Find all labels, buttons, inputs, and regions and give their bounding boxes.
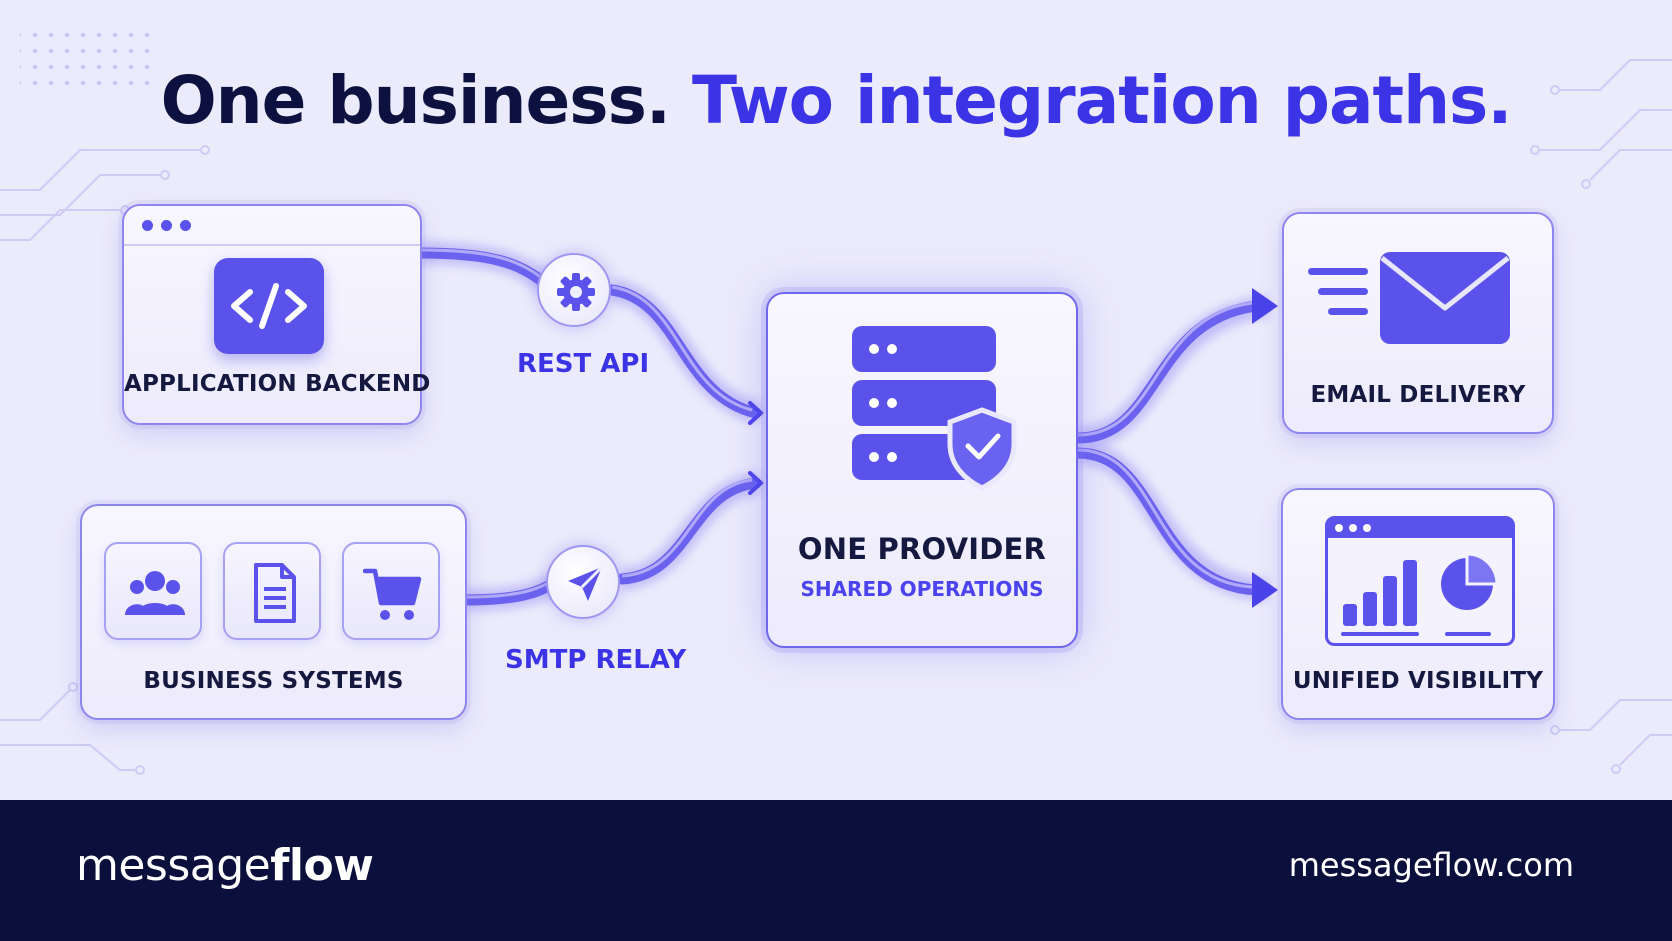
one-provider-card: ONE PROVIDER SHARED OPERATIONS (766, 292, 1078, 648)
application-backend-card: APPLICATION BACKEND (122, 204, 431, 425)
rest-api-label: REST API (517, 349, 650, 379)
brand-light: message (76, 840, 271, 891)
paper-plane-icon (568, 565, 604, 601)
dot-grid-decoration (20, 22, 160, 94)
shopping-cart-icon (342, 542, 440, 640)
website-link[interactable]: messageflow.com (1288, 846, 1574, 884)
rest-api-node (537, 253, 611, 327)
business-systems-label: BUSINESS SYSTEMS (143, 668, 404, 694)
title-part-2: Two integration paths. (691, 62, 1512, 139)
business-systems-card: BUSINESS SYSTEMS (80, 504, 467, 720)
shared-operations-label: SHARED OPERATIONS (800, 577, 1044, 601)
gear-icon (557, 273, 595, 311)
users-icon (104, 542, 202, 640)
arrow-to-email (1252, 288, 1278, 324)
application-backend-label: APPLICATION BACKEND (124, 371, 431, 397)
smtp-relay-label: SMTP RELAY (505, 645, 687, 675)
email-delivery-label: EMAIL DELIVERY (1310, 382, 1526, 408)
code-icon (214, 258, 324, 354)
smtp-relay-node (546, 545, 620, 619)
dashboard-icon (1325, 516, 1515, 646)
footer-bar: messageflow messageflow.com (0, 800, 1672, 941)
arrow-to-visibility (1252, 572, 1278, 608)
envelope-icon (1308, 252, 1510, 344)
document-icon (223, 542, 321, 640)
circuit-decoration (0, 59, 1672, 775)
connector-smtp-to-provider (616, 477, 762, 585)
server-shield-icon (852, 326, 1017, 491)
brand-bold: flow (270, 840, 374, 891)
connector-provider-to-email (1072, 300, 1262, 444)
page-title: One business. Two integration paths. (0, 62, 1672, 139)
unified-visibility-label: UNIFIED VISIBILITY (1292, 668, 1544, 694)
email-delivery-card: EMAIL DELIVERY (1282, 212, 1554, 434)
title-part-1: One business. (160, 62, 671, 139)
one-provider-title: ONE PROVIDER (797, 532, 1047, 566)
brand-logo: messageflow (76, 840, 374, 891)
unified-visibility-card: UNIFIED VISIBILITY (1281, 488, 1555, 720)
